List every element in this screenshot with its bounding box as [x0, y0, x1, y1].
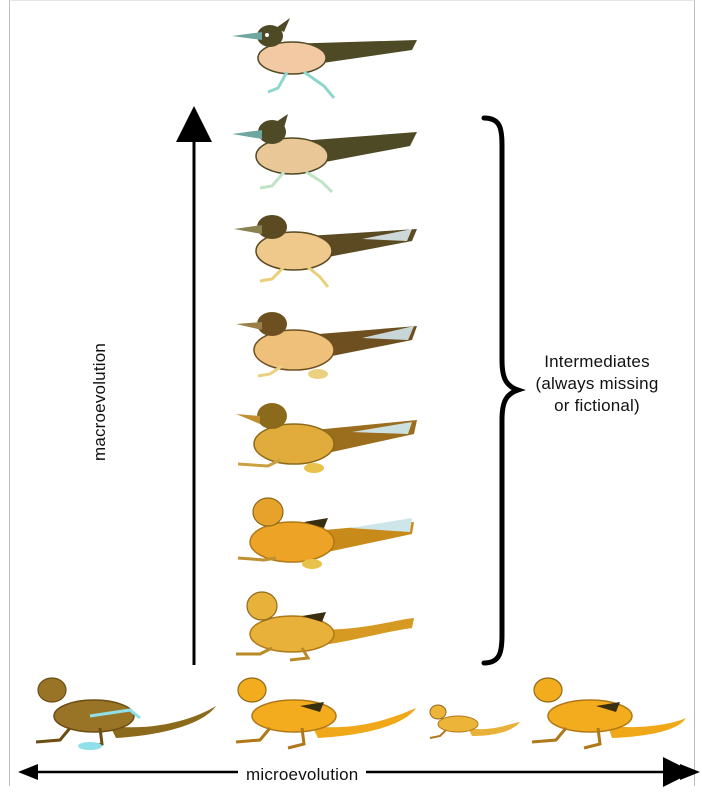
- intermediates-brace: [484, 118, 518, 663]
- lizard-icon: [236, 678, 416, 748]
- transitional-creature-icon: [232, 114, 417, 192]
- microevolution-label: microevolution: [238, 764, 366, 786]
- transitional-creature-icon: [236, 592, 414, 660]
- transitional-creature-icon: [236, 312, 417, 379]
- lizard-icon: [36, 678, 216, 750]
- transitional-creature-icon: [238, 498, 414, 569]
- transitional-creature-icon: [236, 403, 417, 473]
- roadrunner-icon: [232, 18, 417, 98]
- macroevolution-label: macroevolution: [89, 303, 111, 501]
- lizard-icon: [430, 705, 520, 738]
- microevolution-arrow-right-head: [680, 764, 700, 780]
- transitional-creature-icon: [234, 215, 417, 287]
- microevolution-arrow-left-head: [18, 764, 38, 780]
- intermediates-label: Intermediates (always missing or fiction…: [522, 351, 672, 417]
- lizard-icon: [532, 678, 686, 748]
